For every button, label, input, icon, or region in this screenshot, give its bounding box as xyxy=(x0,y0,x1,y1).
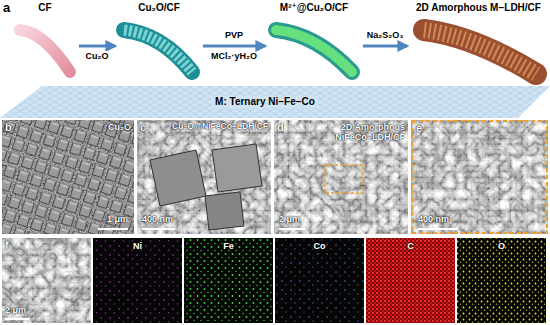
cube-texture xyxy=(2,120,134,234)
ion-dots xyxy=(276,30,352,72)
stage-node: M²⁺@Cu₂O/CF xyxy=(268,2,360,80)
figure-label: C xyxy=(407,241,414,251)
stage-node: 2D Amorphous M−LDH/CF xyxy=(410,2,547,82)
process-arrow xyxy=(203,45,265,48)
figure-label: Ni xyxy=(133,241,142,251)
cu2o-cubes xyxy=(124,30,192,72)
panel-letter: b xyxy=(5,121,12,134)
ldh-flakes xyxy=(424,30,536,74)
stage-label: 2D Amorphous M−LDH/CF xyxy=(416,2,541,14)
figure-label: Cu₂O@NiFeCo−LDH/CF xyxy=(172,122,268,132)
cube-particle xyxy=(205,192,244,230)
ion-fiber xyxy=(276,30,352,72)
figure-label: 2 μm xyxy=(5,305,26,315)
c-dots xyxy=(366,238,455,323)
figure-label: 400 nm xyxy=(142,214,173,224)
o-dots xyxy=(457,238,546,323)
stage-label: Cu₂O/CF xyxy=(138,2,180,14)
cf-fiber xyxy=(20,30,70,72)
reagent-label: PVP xyxy=(224,30,244,40)
process-arrow xyxy=(363,45,407,48)
stage-label: M²⁺@Cu₂O/CF xyxy=(280,2,348,14)
scale-bar xyxy=(279,228,305,230)
figure-label: O xyxy=(498,241,505,251)
panel-letter: f xyxy=(5,239,9,252)
figure-label: 2D Amorphous NiFeCo−LDH/CF xyxy=(321,122,405,143)
ni-dots xyxy=(93,238,182,323)
eds-map xyxy=(275,238,364,323)
figure-label: MCl₂·yH₂O xyxy=(211,51,257,61)
cu2o-fiber xyxy=(124,30,192,72)
figure-label: 2 μm xyxy=(279,214,300,224)
panel-letter: a xyxy=(3,1,10,16)
eds-map xyxy=(184,238,273,323)
graphene-sheet xyxy=(0,86,550,118)
figure-label: M: Ternary Ni−Fe−Co xyxy=(212,96,318,108)
sem-image xyxy=(2,238,91,323)
sem-image xyxy=(274,120,408,234)
cube-particle xyxy=(150,150,206,206)
figure-label: Cu₂O xyxy=(108,122,131,132)
figure-label: 400 nm xyxy=(418,214,449,224)
stage-node: Cu₂O/CF xyxy=(118,2,200,80)
figure-label: Co xyxy=(314,241,326,251)
zoom-frame xyxy=(412,121,547,233)
sem-image xyxy=(137,120,271,234)
eds-map xyxy=(457,238,546,323)
scale-bar xyxy=(418,228,458,230)
zoom-box xyxy=(325,165,363,193)
fe-dots xyxy=(184,238,273,323)
sem-image xyxy=(411,120,548,234)
scale-bar xyxy=(5,318,30,320)
sem-image xyxy=(2,120,134,234)
co-dots xyxy=(275,238,364,323)
reagent-label: Cu₂O xyxy=(85,51,110,61)
eds-map xyxy=(93,238,182,323)
cube-particle xyxy=(212,144,262,192)
reagent-label: Na₂S₂O₃ xyxy=(366,30,405,40)
panel-letter: e xyxy=(416,122,422,135)
process-arrow xyxy=(79,45,115,48)
stage-node: CF xyxy=(14,2,76,80)
scale-bar xyxy=(98,228,128,230)
panel-letter: c xyxy=(140,121,146,134)
ldh-fiber xyxy=(424,30,536,74)
panel-letter: d xyxy=(277,121,284,134)
figure-label: Fe xyxy=(223,241,234,251)
stage-label: CF xyxy=(38,2,51,14)
figure-label: 1 μm xyxy=(107,214,128,224)
scale-bar xyxy=(142,228,175,230)
